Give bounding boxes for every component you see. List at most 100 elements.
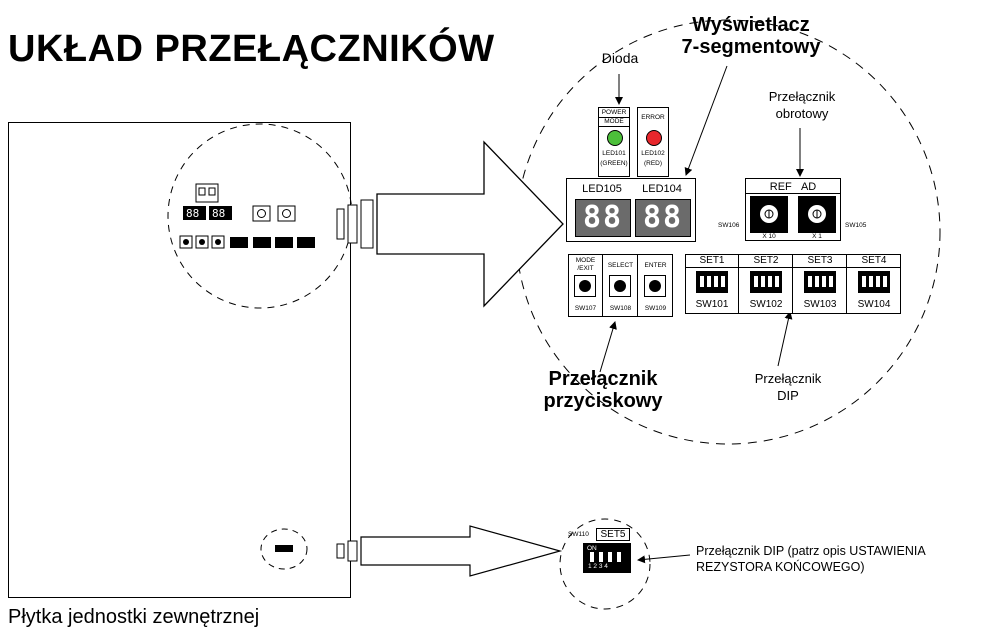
led102-box: ERROR LED102 (RED) xyxy=(637,107,669,177)
power-label: POWER xyxy=(599,109,629,118)
dip-slider[interactable] xyxy=(883,276,887,287)
svg-text:88: 88 xyxy=(186,207,199,220)
dip-switch-4[interactable]: SET4 SW104 xyxy=(847,254,901,314)
sw104-label: SW104 xyxy=(857,299,891,310)
sw103-label: SW103 xyxy=(803,299,837,310)
page-title: UKŁAD PRZEŁĄCZNIKÓW xyxy=(8,28,495,70)
diode-callout: Dioda xyxy=(601,50,639,66)
mode-exit-button-icon[interactable] xyxy=(574,275,596,297)
ad-label: AD xyxy=(800,181,817,193)
select-button-icon[interactable] xyxy=(609,275,631,297)
dip-slider[interactable] xyxy=(829,276,833,287)
mode-label: MODE xyxy=(599,118,629,127)
dip-switch-1[interactable]: SET1 SW101 xyxy=(685,254,739,314)
dip-slider[interactable] xyxy=(714,276,718,287)
dip5-slider[interactable] xyxy=(599,552,603,562)
dip-callout: Przełącznik DIP xyxy=(738,370,838,404)
dip-switch-2[interactable]: SET2 SW102 xyxy=(739,254,793,314)
dip-slider[interactable] xyxy=(822,276,826,287)
dip-slider[interactable] xyxy=(869,276,873,287)
sw106-label: SW106 xyxy=(718,222,740,229)
board-caption: Płytka jednostki zewnętrznej xyxy=(8,606,260,628)
dip5-slider[interactable] xyxy=(608,552,612,562)
rotary-ref-icon[interactable] xyxy=(750,196,788,233)
rotary-header: REF AD xyxy=(746,181,840,193)
set2-label: SET2 xyxy=(753,255,779,266)
led105-digits: 88 xyxy=(575,199,631,237)
dip3-icon[interactable] xyxy=(804,271,836,293)
sw101-label: SW101 xyxy=(695,299,729,310)
sw108-label: SW108 xyxy=(609,305,632,312)
led104-digits: 88 xyxy=(635,199,691,237)
push-button-2[interactable]: SELECT SW108 xyxy=(603,254,638,317)
dip5-slider[interactable] xyxy=(590,552,594,562)
outdoor-unit-board xyxy=(8,122,351,598)
dip5-slider[interactable] xyxy=(617,552,621,562)
rotary-ad-icon[interactable] xyxy=(798,196,836,233)
sw110-label: SW110 xyxy=(568,531,589,538)
error-label: ERROR xyxy=(641,114,665,121)
sw107-label: SW107 xyxy=(574,305,597,312)
dip5-callout-line1: Przełącznik DIP (patrz opis USTAWIENIA xyxy=(696,544,926,558)
push-callout: Przełącznik przyciskowy xyxy=(528,368,678,412)
dip-slider[interactable] xyxy=(768,276,772,287)
led102-color: (RED) xyxy=(643,160,663,167)
dip-slider[interactable] xyxy=(775,276,779,287)
enter-button-icon[interactable] xyxy=(644,275,666,297)
display-callout: Wyświetlacz 7-segmentowy xyxy=(676,14,826,58)
sw109-label: SW109 xyxy=(644,305,667,312)
dip-slider[interactable] xyxy=(815,276,819,287)
set5-label: SET5 xyxy=(596,528,630,541)
dip5-icon[interactable]: ON 1 2 3 4 xyxy=(583,543,631,573)
dip5-callout-line2: REZYSTORA KOŃCOWEGO) xyxy=(696,560,865,574)
led102-label: LED102 xyxy=(641,150,665,157)
led101-color: (GREEN) xyxy=(600,160,628,167)
sw102-label: SW102 xyxy=(749,299,783,310)
display-callout-line2: 7-segmentowy xyxy=(681,36,821,58)
dip2-icon[interactable] xyxy=(750,271,782,293)
ref-label: REF xyxy=(769,181,792,193)
set5-arrow xyxy=(360,525,563,577)
led101-box: POWER MODE LED101 (GREEN) xyxy=(598,107,630,177)
dip-slider[interactable] xyxy=(721,276,725,287)
set1-label: SET1 xyxy=(699,255,725,266)
dip-slider[interactable] xyxy=(862,276,866,287)
led105-label: LED105 xyxy=(582,183,622,195)
set3-label: SET3 xyxy=(807,255,833,266)
zoom-arrow xyxy=(376,140,564,308)
dip-callout-line1: Przełącznik xyxy=(754,371,822,386)
mode-exit-label: MODE /EXIT xyxy=(575,257,596,272)
dip-slider[interactable] xyxy=(700,276,704,287)
display-callout-line1: Wyświetlacz xyxy=(692,14,810,36)
dip4-icon[interactable] xyxy=(858,271,890,293)
x10-label: X 10 xyxy=(762,233,776,240)
dip-slider[interactable] xyxy=(754,276,758,287)
dip-slider[interactable] xyxy=(707,276,711,287)
dip-slider[interactable] xyxy=(761,276,765,287)
dip1-icon[interactable] xyxy=(696,271,728,293)
sw105-label: SW105 xyxy=(845,222,867,229)
set5-zoom-circle xyxy=(559,518,651,610)
dip5-callout: Przełącznik DIP (patrz opis USTAWIENIA R… xyxy=(696,543,926,575)
push-callout-line2: przyciskowy xyxy=(543,390,663,412)
rotary-callout: Przełącznik obrotowy xyxy=(752,88,852,122)
push-button-3[interactable]: ENTER SW109 xyxy=(638,254,673,317)
rotary-callout-line1: Przełącznik xyxy=(768,89,836,104)
seven-segment-display: LED105 LED104 88 88 xyxy=(566,178,696,242)
svg-text:88: 88 xyxy=(212,207,225,220)
rotary-callout-line2: obrotowy xyxy=(775,106,829,121)
dip-slider[interactable] xyxy=(876,276,880,287)
dip-switch-3[interactable]: SET3 SW103 xyxy=(793,254,847,314)
board-mini-components: 88 88 xyxy=(179,183,315,249)
rotary-switch-box: REF AD X 10 X 1 xyxy=(745,178,841,241)
dip5-numbers: 1 2 3 4 xyxy=(588,563,608,570)
dip-callout-line2: DIP xyxy=(777,388,799,403)
enter-label: ENTER xyxy=(644,262,667,269)
led104-label: LED104 xyxy=(642,183,682,195)
led101-label: LED101 xyxy=(602,150,626,157)
push-button-1[interactable]: MODE /EXIT SW107 xyxy=(568,254,603,317)
select-label: SELECT xyxy=(607,262,634,269)
dip-slider[interactable] xyxy=(808,276,812,287)
set4-label: SET4 xyxy=(861,255,887,266)
